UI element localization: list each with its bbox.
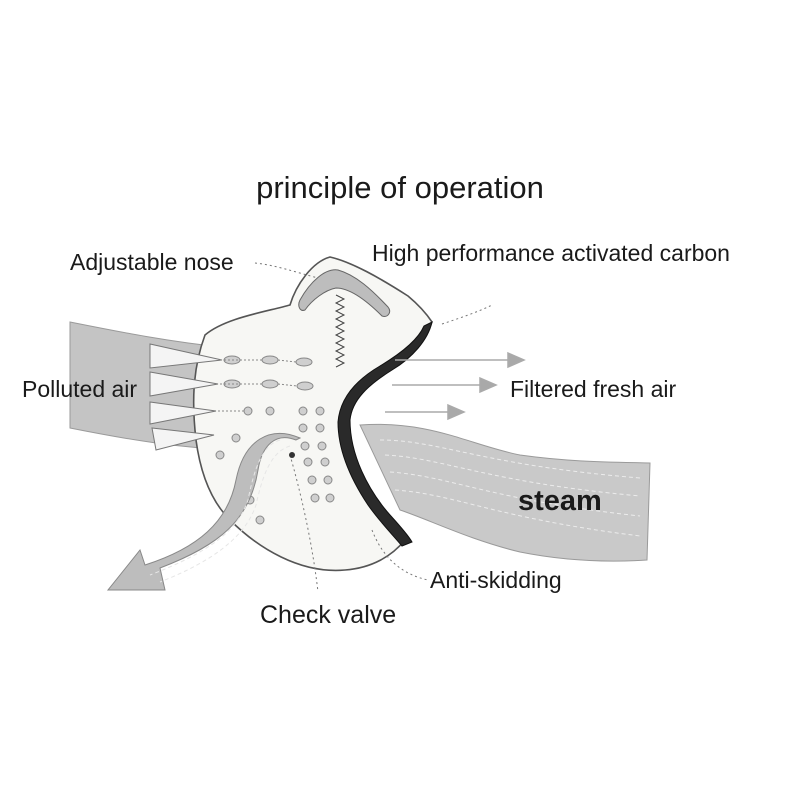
carbon-layer-zigzag — [334, 294, 346, 368]
label-check-valve: Check valve — [260, 601, 397, 629]
filtered-air-arrows — [385, 351, 526, 421]
hole-dotted-links — [218, 359, 298, 412]
check-valve-dot — [289, 452, 295, 458]
label-polluted-air: Polluted air — [22, 376, 138, 402]
label-adjustable-nose: Adjustable nose — [70, 249, 234, 275]
intake-arrows — [149, 343, 223, 451]
exhale-texture — [149, 439, 291, 583]
label-activated-carbon: High performance activated carbon — [372, 240, 730, 266]
nose-clip — [298, 269, 391, 317]
steam-texture — [379, 439, 641, 537]
leader-lines — [254, 262, 493, 593]
anti-skid-rim — [337, 321, 433, 547]
steam-stream — [359, 423, 651, 562]
label-anti-skidding: Anti-skidding — [430, 567, 562, 593]
label-steam: steam — [518, 485, 602, 517]
label-filtered-fresh-air: Filtered fresh air — [510, 376, 677, 402]
exhale-arrow — [106, 433, 302, 591]
diagram-title: principle of operation — [256, 170, 544, 205]
